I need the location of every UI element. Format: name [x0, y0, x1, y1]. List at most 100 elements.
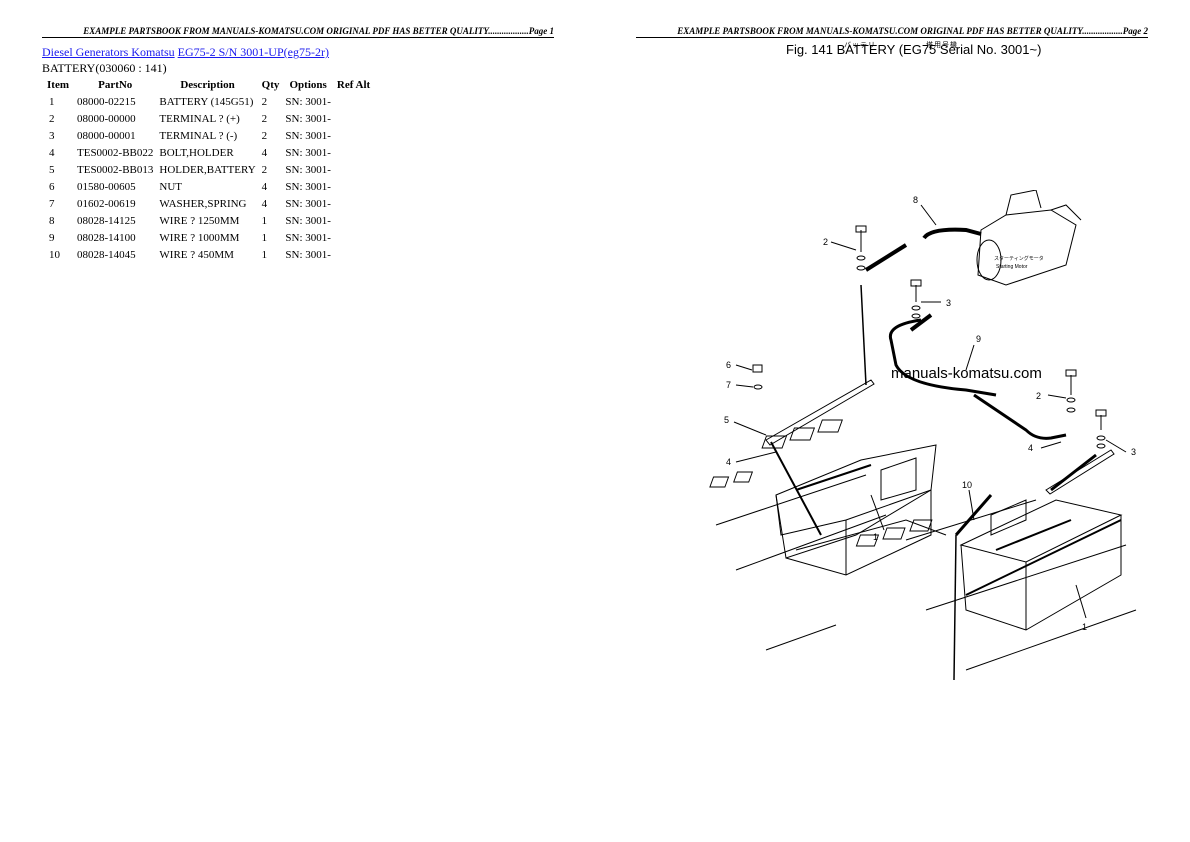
- callout-3: 3: [946, 298, 951, 308]
- cell-options: SN: 3001-: [285, 146, 331, 159]
- cell-desc: TERMINAL ? (+): [159, 112, 240, 125]
- cell-partno: 08028-14045: [77, 248, 136, 261]
- cell-desc: BATTERY (145G51): [159, 95, 254, 108]
- cell-qty: 1: [261, 231, 268, 244]
- link-diesel-generators[interactable]: Diesel Generators Komatsu: [42, 45, 175, 59]
- callout-6: 6: [726, 360, 731, 370]
- cell-refalt: [334, 161, 373, 178]
- col-ref-alt: Ref Alt: [336, 78, 371, 91]
- cell-refalt: [334, 127, 373, 144]
- callout-9: 9: [976, 334, 981, 344]
- bolt-set-2: [855, 225, 867, 271]
- holder-bar: [765, 379, 875, 446]
- leader-7: [735, 384, 754, 388]
- figure-title-jp: バッテリ: [844, 42, 876, 49]
- cell-item: 10: [49, 248, 60, 261]
- cell-qty: 2: [261, 129, 268, 142]
- battery-exploded-diagram: 2 3 6 7 5 4 9 2 4 3 10 1 1 8 スターティングモータ …: [709, 190, 1137, 681]
- leader-lower-2: [1047, 394, 1067, 399]
- bolt-set-lower-2: [1065, 369, 1077, 413]
- terminal-rod-2b: [909, 313, 933, 332]
- cell-item: 5: [49, 163, 55, 176]
- callout-7: 7: [726, 380, 731, 390]
- cell-options: SN: 3001-: [285, 197, 331, 210]
- leader-lower-3: [1105, 439, 1127, 453]
- cell-item: 6: [49, 180, 55, 193]
- cell-options: SN: 3001-: [285, 129, 331, 142]
- callout-10: 10: [962, 480, 972, 490]
- wire-9: [888, 318, 997, 397]
- cell-refalt: [334, 212, 373, 229]
- leader-1b: [1075, 584, 1087, 619]
- callout-8: 8: [913, 195, 918, 205]
- cell-partno: 01580-00605: [77, 180, 136, 193]
- cell-desc: WIRE ? 1250MM: [159, 214, 240, 227]
- cell-item: 4: [49, 146, 55, 159]
- cell-refalt: [334, 246, 373, 263]
- cell-options: SN: 3001-: [285, 231, 331, 244]
- cell-options: SN: 3001-: [285, 95, 331, 108]
- col-item: Item: [47, 78, 69, 91]
- cell-desc: WIRE ? 450MM: [159, 248, 234, 261]
- starting-motor-shape: [976, 190, 1082, 286]
- cell-desc: BOLT,HOLDER: [159, 146, 234, 159]
- cell-partno: 08028-14125: [77, 214, 136, 227]
- cell-desc: NUT: [159, 180, 183, 193]
- leader-6: [735, 364, 753, 371]
- callout-2: 2: [823, 237, 828, 247]
- cell-qty: 2: [261, 95, 268, 108]
- cell-item: 8: [49, 214, 55, 227]
- frame-line: [795, 519, 947, 551]
- wire-vertical-1: [860, 284, 867, 386]
- frame-line: [715, 474, 867, 526]
- link-model[interactable]: EG75-2 S/N 3001-UP(eg75-2r): [177, 45, 329, 59]
- cell-partno: TES0002-BB013: [77, 163, 154, 176]
- parts-table: Item PartNo Description Qty Options Ref …: [42, 76, 373, 263]
- col-options: Options: [289, 78, 327, 91]
- cell-refalt: [334, 195, 373, 212]
- cell-qty: 4: [261, 146, 268, 159]
- leader-1a: [870, 494, 885, 531]
- cell-item: 3: [49, 129, 55, 142]
- holder-bar-2: [1045, 449, 1115, 495]
- wire-9-lower: [973, 393, 1067, 440]
- cell-desc: HOLDER,BATTERY: [159, 163, 256, 176]
- table-row: 8 08028-14125 WIRE ? 1250MM 1 SN: 3001-: [42, 212, 373, 229]
- leader-10: [968, 489, 975, 521]
- motor-label-jp: スターティングモータ: [994, 255, 1044, 262]
- page-header: EXAMPLE PARTSBOOK FROM MANUALS-KOMATSU.C…: [42, 26, 554, 38]
- terminal-rod-lower: [1050, 453, 1097, 492]
- cell-refalt: [334, 178, 373, 195]
- cell-desc: WIRE ? 1000MM: [159, 231, 240, 244]
- watermark: manuals-komatsu.com: [891, 365, 1042, 382]
- wire-10: [953, 534, 957, 681]
- breadcrumb: Diesel Generators Komatsu EG75-2 S/N 300…: [42, 45, 329, 60]
- callout-lower-2: 2: [1036, 391, 1041, 401]
- battery-1-shape: [709, 419, 937, 576]
- leader-4: [735, 451, 777, 463]
- cell-options: SN: 3001-: [285, 214, 331, 227]
- frame-line: [765, 624, 837, 651]
- callout-lower-4: 4: [1028, 443, 1033, 453]
- cell-refalt: [334, 144, 373, 161]
- page-2: EXAMPLE PARTSBOOK FROM MANUALS-KOMATSU.C…: [636, 0, 1148, 842]
- bolt-set-3: [910, 279, 922, 319]
- callout-5: 5: [724, 415, 729, 425]
- cell-partno: 08000-00000: [77, 112, 136, 125]
- cell-qty: 2: [261, 112, 268, 125]
- leader-8: [920, 204, 937, 226]
- col-qty: Qty: [261, 78, 280, 91]
- figure-title: バッテリ 搭用号機 Fig. 141 BATTERY (EG75 Serial …: [786, 42, 1041, 57]
- cell-qty: 1: [261, 214, 268, 227]
- holder-rod: [770, 441, 822, 536]
- figure-title-text: Fig. 141 BATTERY (EG75 Serial No. 3001~): [786, 42, 1042, 57]
- nut-washer-6-7: [752, 364, 763, 390]
- bolt-set-lower-3: [1095, 409, 1107, 449]
- page-header: EXAMPLE PARTSBOOK FROM MANUALS-KOMATSU.C…: [636, 26, 1148, 38]
